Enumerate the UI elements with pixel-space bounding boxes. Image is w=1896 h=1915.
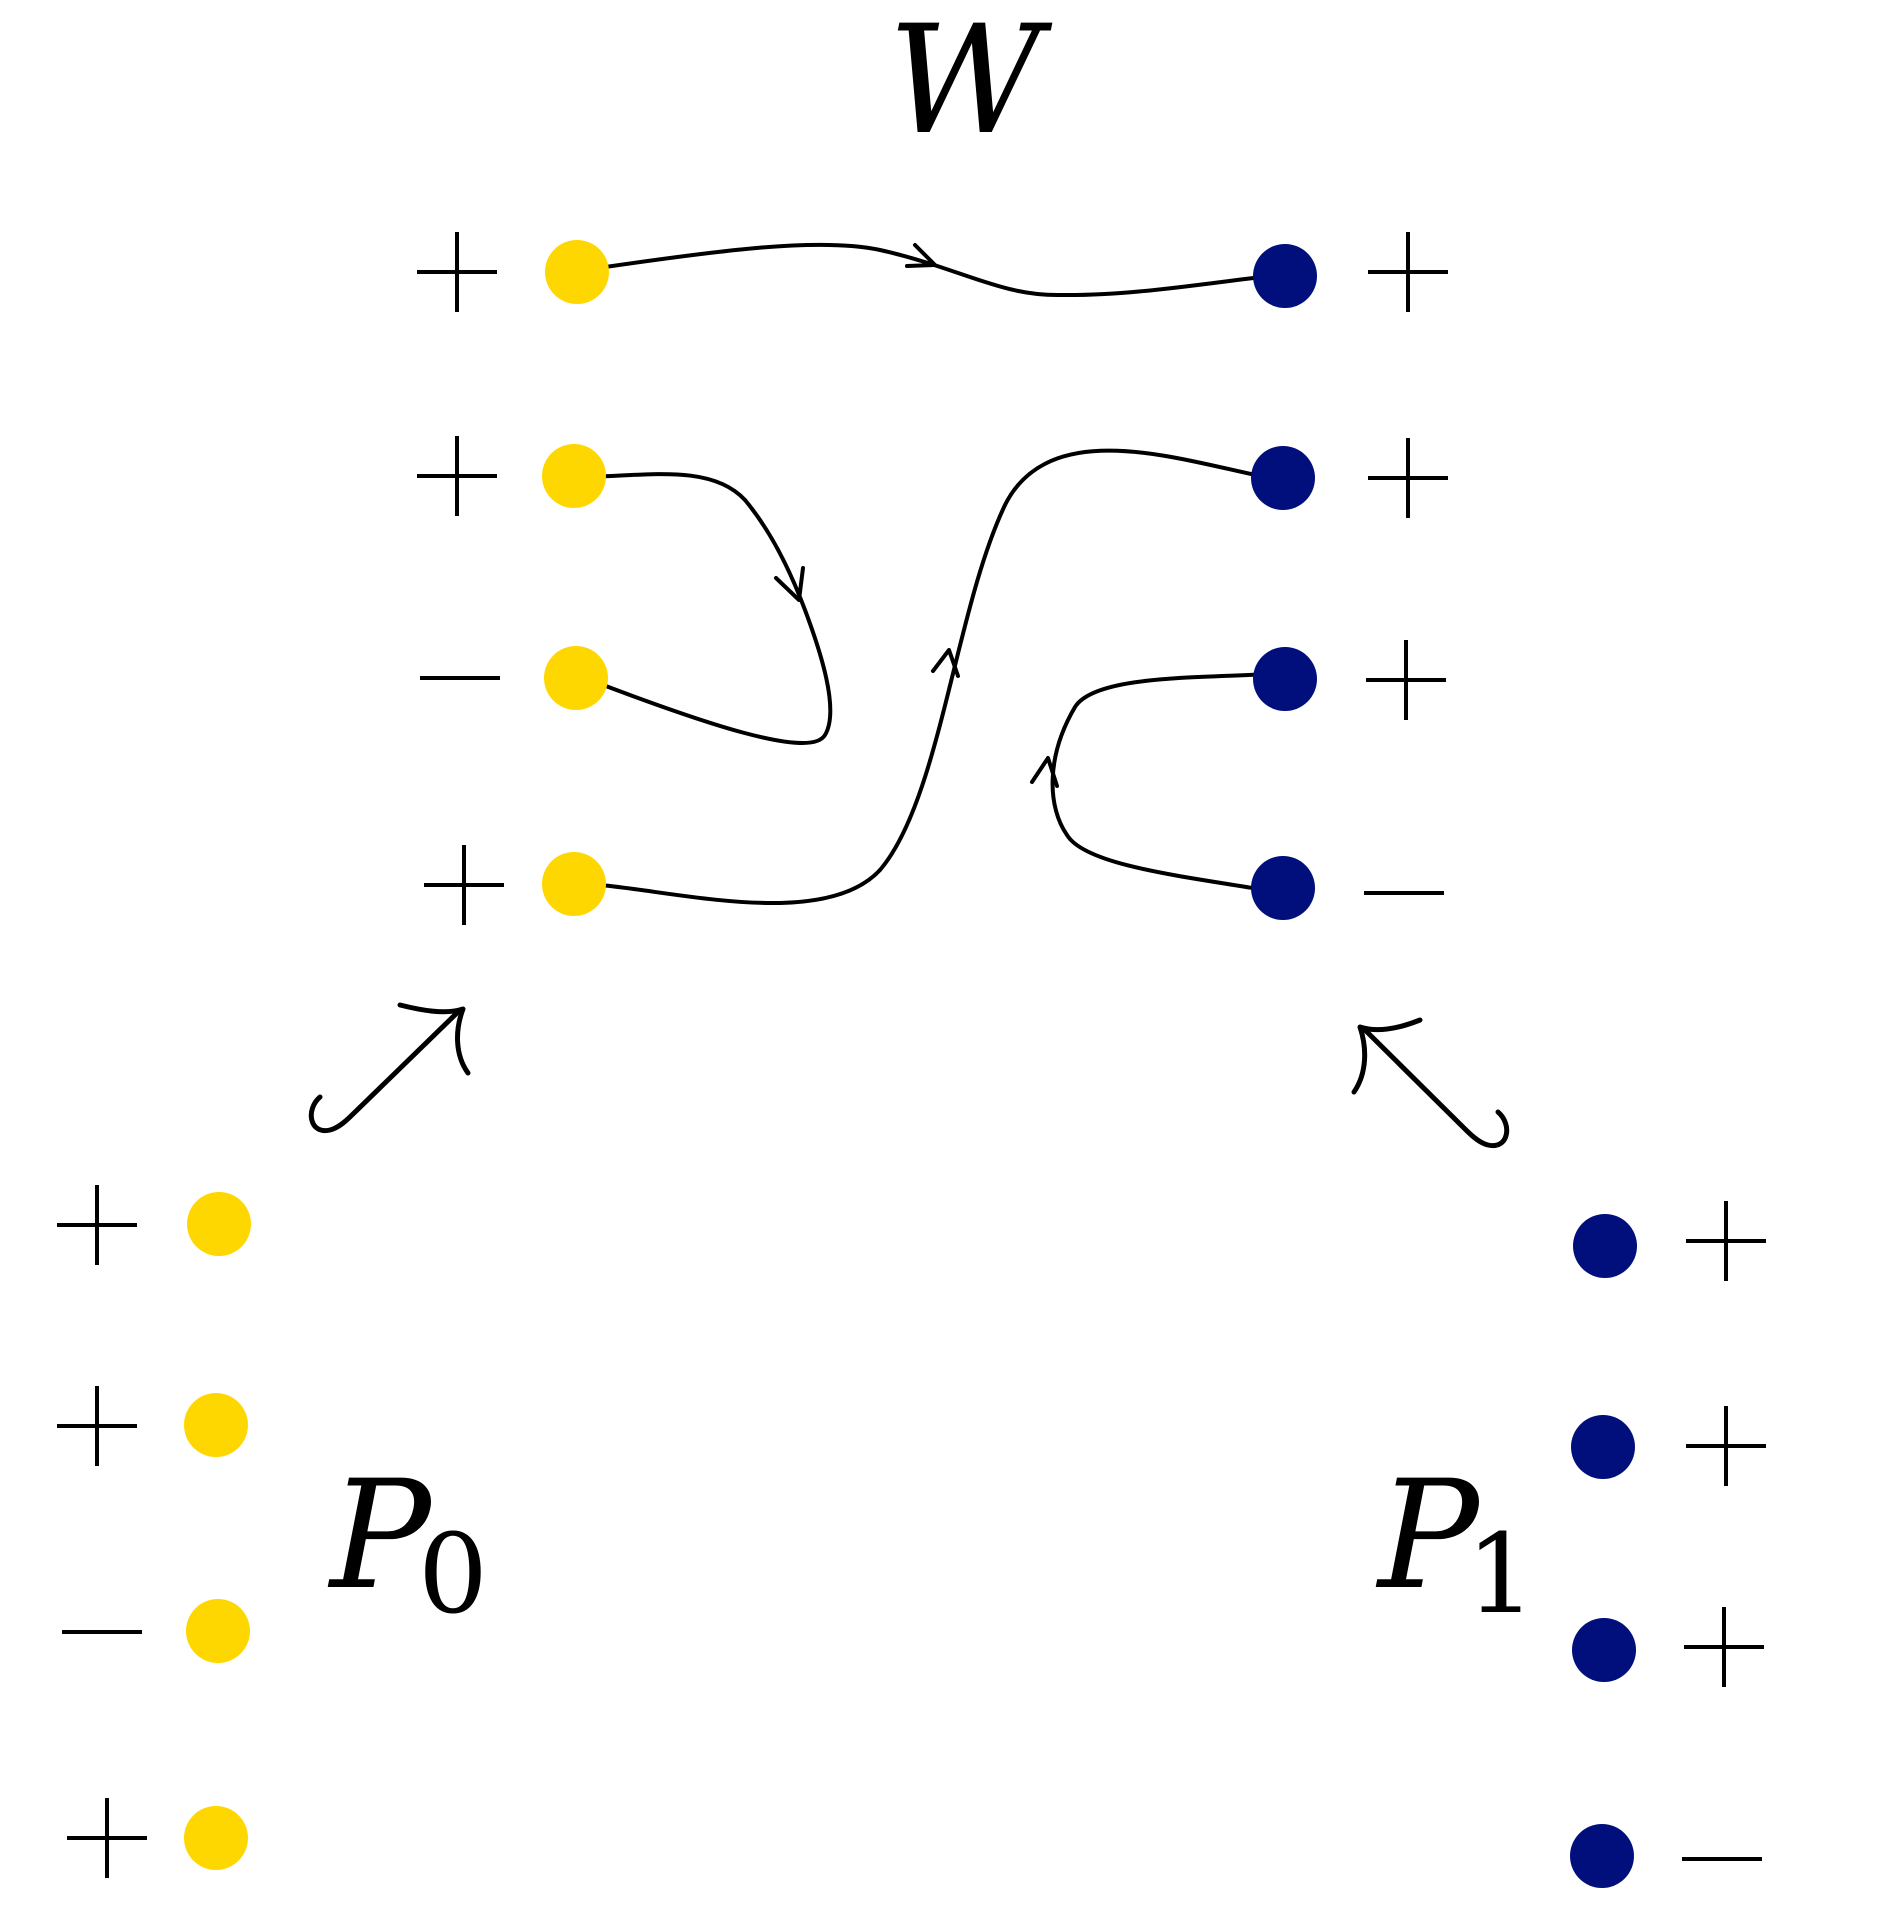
p1-sign-3 [1684, 1607, 1764, 1687]
p1-dot-4 [1570, 1824, 1634, 1888]
w-right-ports [1251, 232, 1448, 920]
w-right-sign-1 [1368, 232, 1448, 312]
p0-label: P 0 [327, 1449, 488, 1638]
w-right-dot-4 [1251, 856, 1315, 920]
hook-arrow-up-right-icon [308, 1007, 463, 1134]
arrow-up-small-icon [1030, 756, 1059, 788]
p1-dot-1 [1573, 1214, 1637, 1278]
p0-sign-1 [57, 1185, 137, 1265]
inclusion-arrow-left [308, 1002, 471, 1134]
p0-ports [57, 1185, 251, 1878]
p1-sign-2 [1686, 1406, 1766, 1486]
w-left-dot-2 [542, 444, 606, 508]
w-right-dot-2 [1251, 446, 1315, 510]
p0-letter: P [327, 1449, 434, 1623]
p1-ports [1570, 1201, 1766, 1888]
p1-subscript: 1 [1466, 1510, 1536, 1638]
connection-left1-right1 [584, 242, 1271, 298]
p1-dot-3 [1572, 1618, 1636, 1682]
p0-subscript: 0 [418, 1510, 488, 1638]
w-left-dot-1 [545, 240, 609, 304]
p0-dot-4 [184, 1806, 248, 1870]
w-left-sign-4 [424, 845, 504, 925]
p1-dot-2 [1571, 1415, 1635, 1479]
p1-letter: P [1375, 1449, 1482, 1623]
connection-left2-left3 [579, 472, 833, 745]
inclusion-arrow-right [1351, 1017, 1510, 1149]
p1-sign-1 [1686, 1201, 1766, 1281]
w-left-sign-1 [417, 232, 497, 312]
p0-dot-2 [184, 1393, 248, 1457]
p0-sign-2 [57, 1386, 137, 1466]
w-right-dot-3 [1253, 647, 1317, 711]
arrow-right-icon [905, 243, 937, 268]
p1-label: P 1 [1375, 1449, 1536, 1638]
w-left-ports [417, 232, 609, 925]
w-left-sign-2 [417, 436, 497, 516]
w-label: W [888, 0, 1053, 168]
connection-left4-right2 [579, 448, 1266, 905]
w-left-dot-4 [542, 852, 606, 916]
arrow-up-icon [931, 648, 960, 678]
w-right-dot-1 [1253, 244, 1317, 308]
p0-dot-3 [186, 1599, 250, 1663]
arrow-down-icon [774, 566, 805, 602]
w-connections [579, 242, 1271, 905]
hook-arrow-up-left-icon [1360, 1025, 1510, 1149]
w-left-dot-3 [544, 646, 608, 710]
w-right-sign-3 [1366, 640, 1446, 720]
w-right-sign-2 [1368, 438, 1448, 518]
connection-right4-right3 [1050, 672, 1271, 892]
p0-sign-4 [67, 1798, 147, 1878]
p0-dot-1 [187, 1192, 251, 1256]
